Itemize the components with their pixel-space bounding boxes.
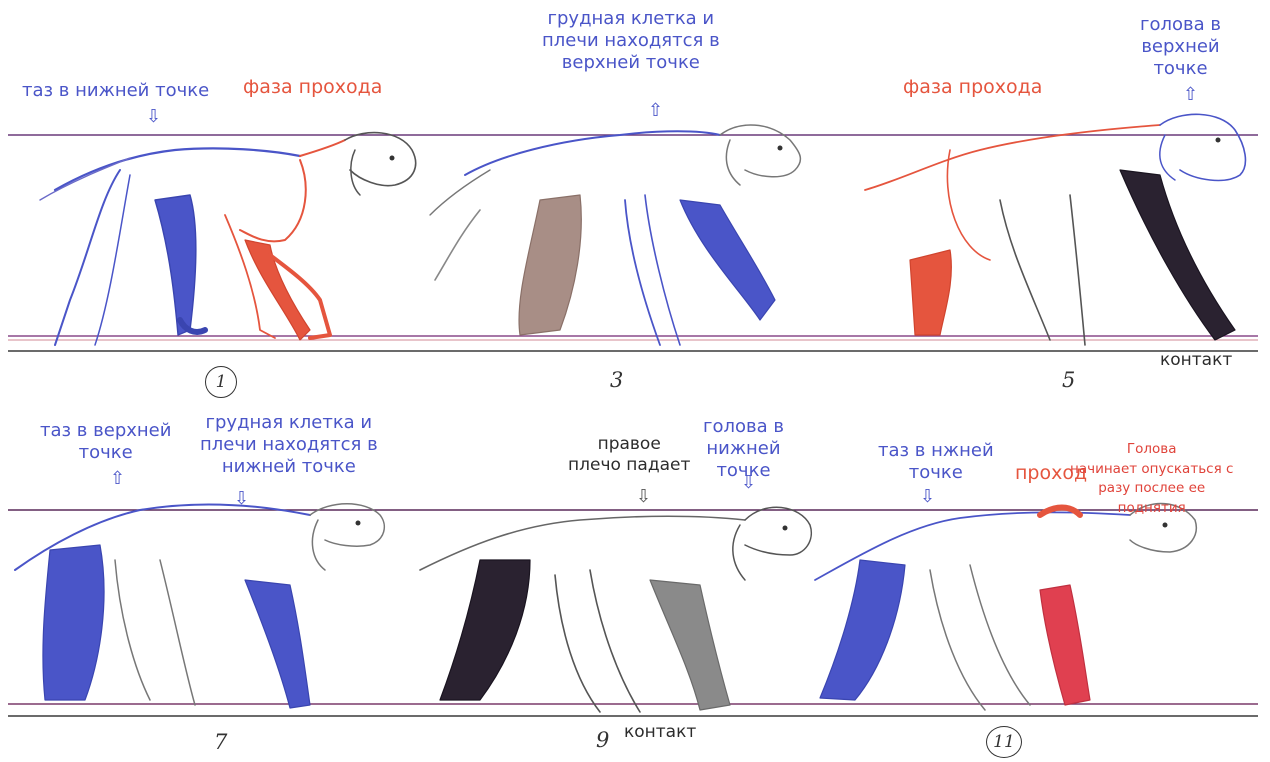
label-head-begins-lowering: Голова начинает опускаться с разу послее… [1070, 440, 1233, 518]
label-contact-row2: контакт [624, 722, 696, 743]
dog-frame-1 [40, 133, 416, 345]
dog-frame-11 [815, 504, 1196, 710]
label-pelvis-low-row2: таз в нжней точке [878, 440, 994, 484]
label-head-high: голова в верхней точке [1140, 14, 1221, 80]
arrow-down-icon: ⇩ [741, 474, 756, 492]
dog-frame-9 [420, 507, 811, 712]
frame-number-7: 7 [214, 730, 227, 754]
frame-number-3: 3 [610, 368, 623, 392]
label-pelvis-high: таз в верхней точке [40, 420, 171, 464]
frame-number-1: 1 [205, 366, 237, 398]
label-pelvis-low-row1: таз в нижней точке [22, 80, 209, 102]
frame-number-9: 9 [596, 728, 609, 752]
frame-number-11: 11 [986, 726, 1022, 758]
label-chest-shoulders-low: грудная клетка и плечи находятся в нижне… [200, 412, 378, 478]
label-right-shoulder-falls: правое плечо падает [568, 434, 690, 475]
arrow-up-icon: ⇧ [1183, 86, 1198, 104]
dog-frame-3 [430, 125, 800, 345]
label-contact-row1: контакт [1160, 350, 1232, 371]
label-passing-phase-frame5: фаза прохода [903, 76, 1042, 99]
arrow-up-icon: ⇧ [110, 470, 125, 488]
label-chest-shoulders-high: грудная клетка и плечи находятся в верхн… [542, 8, 720, 74]
arrow-down-icon: ⇩ [146, 108, 161, 126]
dog-frame-7 [15, 504, 384, 708]
frame-number-5: 5 [1062, 368, 1075, 392]
dog-frame-5 [865, 114, 1245, 345]
arrow-up-icon: ⇧ [648, 102, 663, 120]
arrow-down-icon: ⇩ [920, 488, 935, 506]
arrow-down-icon: ⇩ [234, 490, 249, 508]
arrow-down-icon: ⇩ [636, 488, 651, 506]
label-passing-phase-frame1: фаза прохода [243, 76, 382, 99]
